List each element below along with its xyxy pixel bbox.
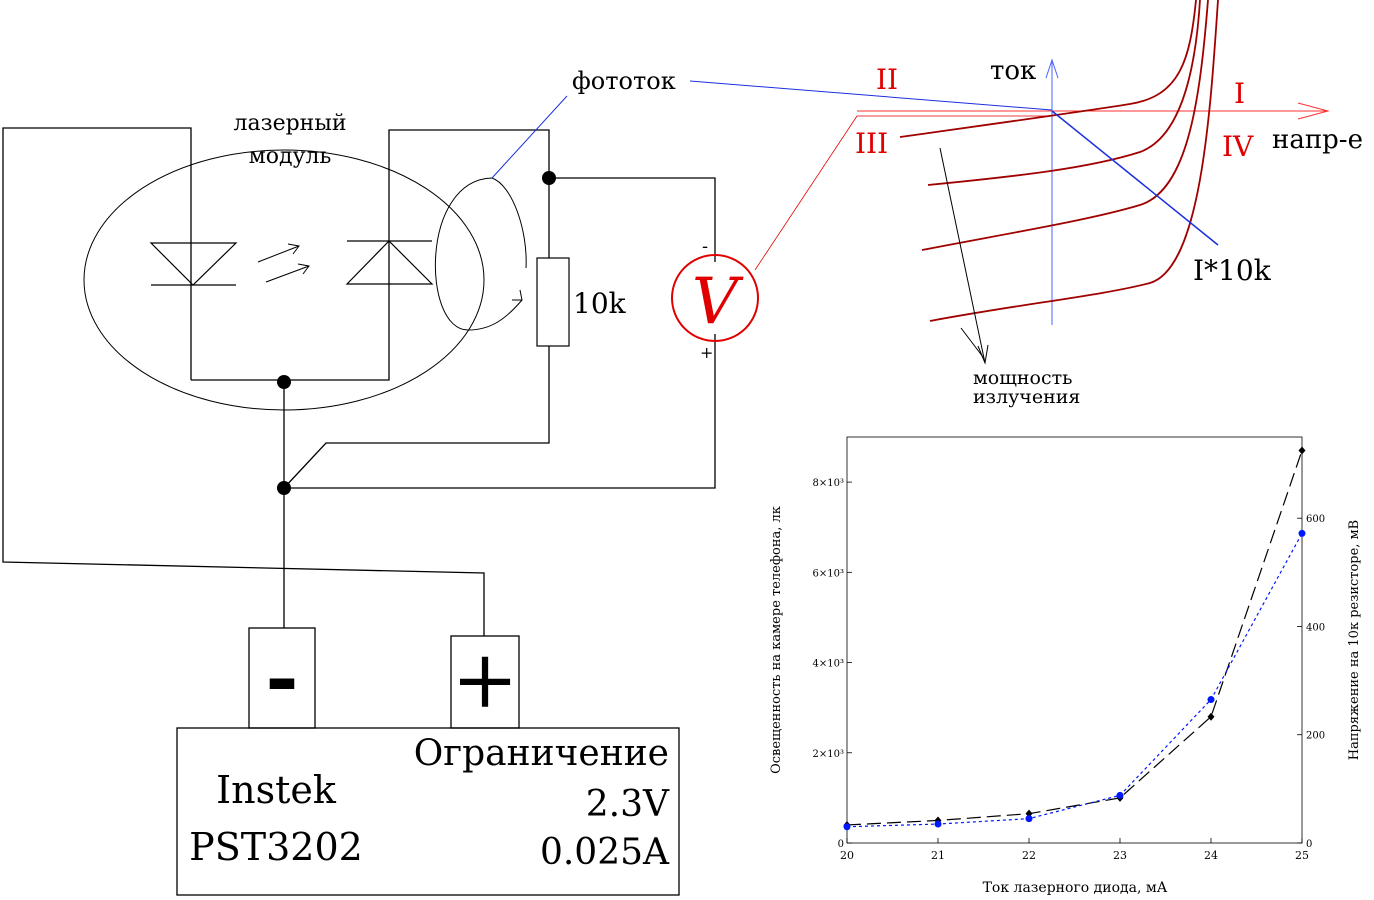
y-left-tick-label: 4×10³ <box>813 659 844 670</box>
photocurrent-leader-to-graph <box>689 80 1053 111</box>
node-dot <box>277 375 291 389</box>
x-tick-label: 25 <box>1295 849 1309 862</box>
psu-limit-title: Ограничение <box>414 733 669 774</box>
voltmeter-icon <box>671 254 759 342</box>
quadrant-3-label: III <box>855 127 888 160</box>
chart-y-right-label: Напряжение на 10к резисторе, мВ <box>1347 520 1362 760</box>
psu-plus-symbol: + <box>451 633 518 726</box>
laser-module-label-2: модуль <box>249 144 332 169</box>
series-voltage-point <box>1207 696 1215 704</box>
x-tick-label: 24 <box>1204 849 1218 862</box>
psu-limit-voltage: 2.3V <box>586 784 670 825</box>
circuit-nodes <box>277 171 556 495</box>
laser-diode-icon <box>149 242 238 286</box>
current-axis-label: ток <box>990 56 1036 86</box>
iv-diagram <box>857 0 1330 365</box>
y-right-tick-label: 400 <box>1306 622 1325 633</box>
node-dot <box>277 481 291 495</box>
chart-series <box>843 446 1306 831</box>
series-illuminance-line <box>846 450 1303 826</box>
y-right-tick-label: 200 <box>1306 731 1325 742</box>
node-dot <box>542 171 556 185</box>
x-tick-label: 20 <box>840 849 854 862</box>
x-tick-label: 22 <box>1022 849 1036 862</box>
y-left-tick-label: 8×10³ <box>813 478 844 489</box>
x-tick-label: 23 <box>1113 849 1127 862</box>
light-arrows-icon <box>257 243 310 283</box>
psu-limit-current: 0.025A <box>540 832 670 873</box>
psu-model: PST3202 <box>189 825 363 869</box>
laser-module-label: лазерный <box>233 111 346 136</box>
wire-module-internal <box>191 129 716 381</box>
laser-module-enclosure <box>83 149 485 411</box>
psu-minus-symbol: - <box>265 630 298 724</box>
series-voltage-point <box>1025 815 1033 823</box>
iv-curve <box>927 0 1201 186</box>
circuit-diagram <box>2 127 716 896</box>
power-label: мощность <box>973 367 1072 389</box>
series-voltage-point <box>1298 529 1306 537</box>
resistor-10k <box>536 257 570 347</box>
photocurrent-arrow <box>434 177 523 331</box>
series-illuminance-point <box>1298 446 1306 455</box>
quadrant-2-label: II <box>876 63 898 96</box>
y-left-tick-label: 0 <box>838 839 844 850</box>
voltage-axis-label: напр-е <box>1272 125 1363 155</box>
power-label-2: излучения <box>973 386 1080 408</box>
iv-curve <box>929 0 1219 322</box>
photocurrent-leader <box>491 95 568 179</box>
voltmeter-leader <box>754 115 858 271</box>
psu-body <box>176 727 680 896</box>
photocurrent-label: фототок <box>572 67 676 95</box>
iv-curves <box>899 0 1219 322</box>
series-voltage-point <box>934 820 942 828</box>
resistor-label: 10k <box>573 287 627 320</box>
series-voltage-point <box>1116 791 1124 799</box>
y-left-tick-label: 2×10³ <box>813 749 844 760</box>
chart-x-label: Ток лазерного диода, мА <box>983 880 1168 896</box>
power-arrow <box>939 147 989 365</box>
quadrant-4-label: IV <box>1222 130 1254 163</box>
voltmeter-plus-label: + <box>700 343 713 362</box>
series-voltage-point <box>843 823 851 831</box>
series-illuminance-point <box>1207 712 1215 721</box>
psu-brand: Instek <box>216 768 337 812</box>
quadrant-1-label: I <box>1234 77 1245 110</box>
chart-y-left-label: Освещенность на камере телефона, лк <box>769 506 784 774</box>
wire-plus-loop <box>2 127 485 636</box>
voltmeter-symbol: V <box>692 265 744 339</box>
y-right-tick-label: 600 <box>1306 514 1325 525</box>
y-right-tick-label: 0 <box>1306 839 1312 850</box>
load-line <box>1051 110 1219 246</box>
x-tick-label: 21 <box>931 849 945 862</box>
series-voltage-line <box>846 533 1303 828</box>
iv-curve <box>899 0 1197 138</box>
y-left-tick-label: 6×10³ <box>813 568 844 579</box>
load-line-label: I*10k <box>1193 254 1272 287</box>
iv-curve <box>921 0 1209 251</box>
chart-frame <box>846 436 1303 844</box>
voltmeter-minus-label: - <box>702 236 708 257</box>
